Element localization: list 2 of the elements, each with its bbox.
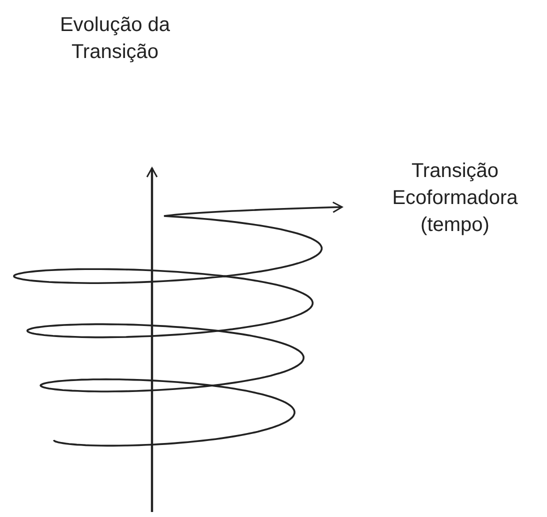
axis-label: Evolução da Transição	[58, 13, 172, 65]
spiral-label: Transição Ecoformadora (tempo)	[391, 159, 519, 238]
